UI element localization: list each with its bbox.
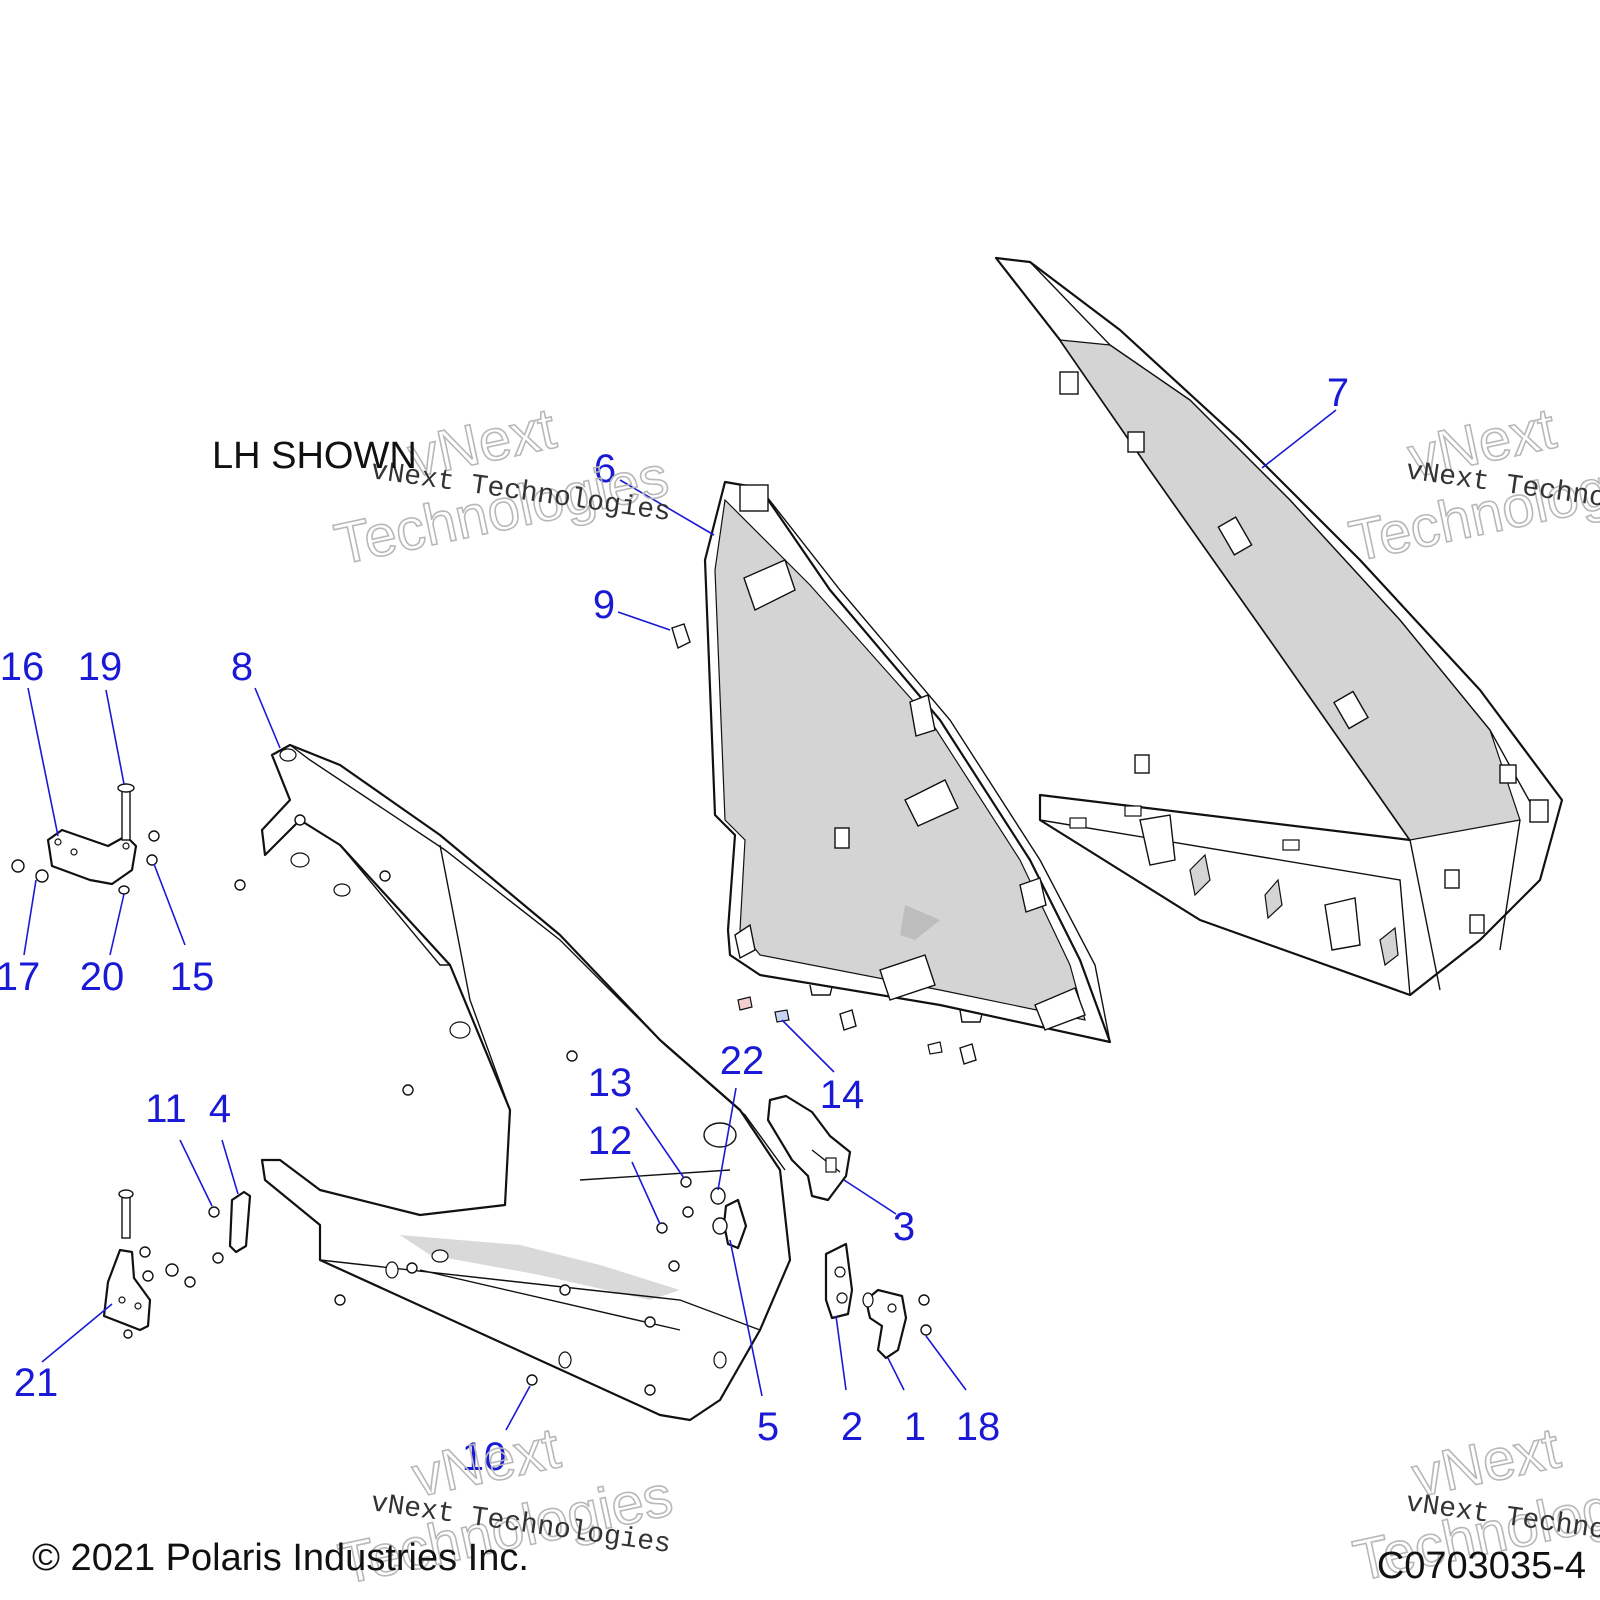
callout-22: 22 [720, 1039, 765, 1083]
callout-7: 7 [1327, 371, 1349, 415]
callout-17: 17 [0, 955, 40, 999]
callout-16: 16 [0, 645, 44, 689]
leader-lines [23, 409, 1337, 1431]
callout-20: 20 [80, 955, 125, 999]
nut-part-15 [146, 830, 160, 866]
door-panel-part-6 [703, 480, 1112, 1044]
callout-21: 21 [14, 1361, 59, 1405]
callout-2: 2 [841, 1405, 863, 1449]
callout-11: 11 [145, 1087, 187, 1131]
hinge-part-21 [102, 1189, 224, 1339]
callout-15: 15 [170, 955, 215, 999]
screws-part-18 [918, 1294, 932, 1336]
callout-14: 14 [820, 1073, 865, 1117]
hinge-part-16 [46, 828, 138, 886]
bolt-part-12 [656, 1206, 694, 1234]
figure-code: C0703035-4 [1377, 1545, 1586, 1587]
bolt-part-13 [680, 1176, 692, 1188]
callout-6: 6 [594, 447, 616, 491]
washer-part-20 [118, 885, 130, 895]
screws-part-10 [234, 814, 680, 1396]
callout-4: 4 [209, 1087, 231, 1131]
door-frame-part-8 [260, 743, 792, 1422]
bracket-part-4 [228, 1190, 252, 1254]
door-panel-part-7 [994, 256, 1564, 997]
callout-5: 5 [757, 1405, 779, 1449]
callout-12: 12 [588, 1119, 633, 1163]
callout-labels: 1 2 3 4 5 6 7 8 9 10 11 12 13 14 15 16 1… [0, 371, 1349, 1479]
striker-part-2 [824, 1242, 854, 1320]
callout-1: 1 [904, 1405, 926, 1449]
callout-3: 3 [893, 1205, 915, 1249]
callout-10: 10 [462, 1435, 507, 1479]
clip-part-9 [671, 623, 691, 649]
view-note: LH SHOWN [212, 435, 417, 477]
clip-group-part-14 [737, 996, 977, 1065]
washers-part-22 [710, 1187, 728, 1235]
callout-13: 13 [588, 1061, 633, 1105]
callout-18: 18 [956, 1405, 1001, 1449]
bracket-part-1 [862, 1288, 908, 1360]
copyright-notice: © 2021 Polaris Industries Inc. [32, 1537, 529, 1579]
bolt-part-11 [208, 1206, 220, 1218]
callout-8: 8 [231, 645, 253, 689]
pin-part-19 [117, 783, 135, 841]
callout-9: 9 [593, 583, 615, 627]
bolts-part-17 [11, 859, 49, 883]
callout-19: 19 [78, 645, 123, 689]
latch-part-3 [766, 1094, 852, 1202]
